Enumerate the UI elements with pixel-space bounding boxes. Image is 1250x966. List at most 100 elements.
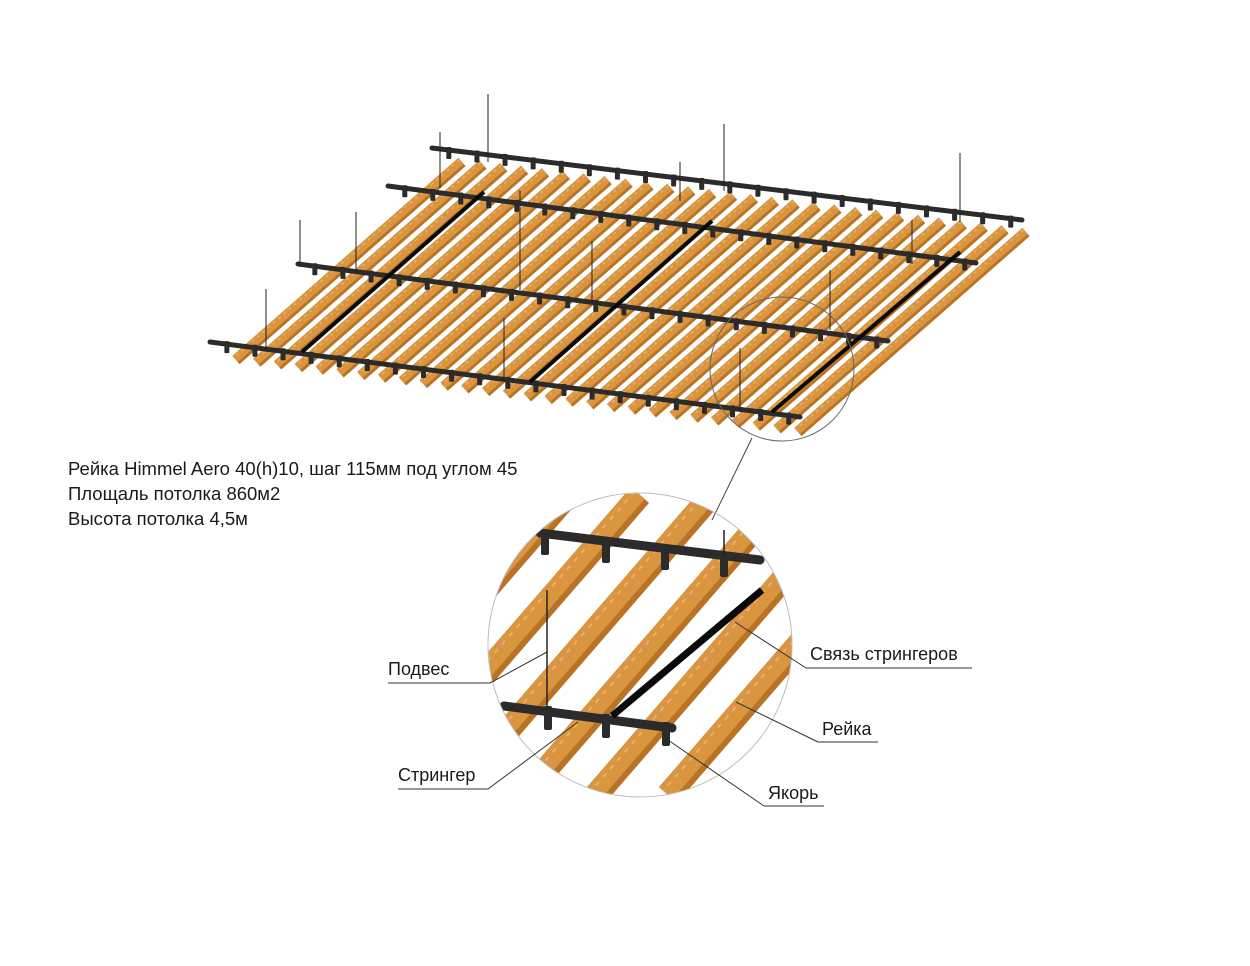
anchor <box>392 362 398 375</box>
slat-face <box>357 173 589 379</box>
callout-svyaz-stringerov: Связь стрингеров <box>810 644 958 664</box>
anchor <box>738 229 744 242</box>
anchor <box>340 266 346 279</box>
anchor <box>252 344 258 357</box>
anchor <box>449 369 455 382</box>
anchor <box>682 221 688 234</box>
hanger-group <box>265 94 961 410</box>
slat-face <box>232 157 464 363</box>
anchor <box>368 270 374 283</box>
anchor <box>783 188 789 201</box>
anchor <box>589 387 595 400</box>
spec-line-area: Площаль потолка 860м2 <box>68 483 281 504</box>
anchor <box>874 336 880 349</box>
anchor <box>786 412 792 425</box>
anchor <box>934 254 940 267</box>
anchor <box>727 181 733 194</box>
anchor <box>614 167 620 180</box>
anchor <box>561 384 567 396</box>
leader-line <box>388 651 548 684</box>
anchor <box>867 198 873 211</box>
anchor <box>906 251 912 264</box>
anchor <box>758 409 764 421</box>
detail-anchor <box>602 714 610 738</box>
anchor <box>421 366 427 379</box>
anchor <box>486 196 492 209</box>
detail-slat-face <box>659 493 792 797</box>
callout-stringer: Стрингер <box>398 765 476 785</box>
detail-slat-grain <box>590 493 792 792</box>
anchor <box>755 184 761 197</box>
anchor <box>424 277 430 290</box>
stringer-tie-group <box>300 190 962 414</box>
slat-face <box>336 170 569 376</box>
detail-slat-face <box>810 493 1070 793</box>
anchor <box>514 199 520 212</box>
anchor <box>565 296 571 309</box>
anchor <box>452 281 458 294</box>
anchor <box>364 359 370 371</box>
stringer-tie <box>300 190 486 354</box>
anchor <box>280 348 286 361</box>
detail-slat-face <box>731 493 792 797</box>
anchor <box>626 214 632 227</box>
slat-grain <box>233 159 460 359</box>
detail-slat-face <box>515 493 789 797</box>
detail-anchor <box>661 548 669 570</box>
leader-line <box>734 621 807 669</box>
anchor <box>586 164 592 177</box>
detail-slat-face <box>488 493 501 797</box>
anchor <box>446 147 452 160</box>
anchor <box>570 207 576 220</box>
anchor <box>850 243 856 256</box>
detail-stringer-tie <box>609 587 765 719</box>
detail-anchor <box>720 555 728 577</box>
detail-anchor <box>602 541 610 563</box>
anchor <box>474 150 480 163</box>
detail-connector-line <box>711 437 753 521</box>
anchor <box>980 212 986 225</box>
anchor <box>458 192 464 205</box>
anchor <box>811 191 817 204</box>
detail-marker-circle <box>709 296 855 442</box>
anchor <box>1008 215 1014 228</box>
anchor <box>396 274 402 287</box>
anchor <box>705 314 711 327</box>
detail-anchor <box>544 706 552 730</box>
stringer-tie <box>770 250 962 414</box>
anchor <box>962 258 968 271</box>
anchor <box>336 355 342 368</box>
anchor <box>671 174 677 187</box>
slat-face <box>253 160 485 365</box>
anchor <box>598 210 604 223</box>
detail-anchor <box>541 533 549 555</box>
detail-slat-face <box>587 493 792 797</box>
anchor <box>621 303 627 316</box>
anchor <box>593 299 599 312</box>
anchor <box>699 177 705 190</box>
anchor <box>846 332 852 345</box>
anchor <box>643 171 649 184</box>
detail-slat-grain <box>518 493 780 792</box>
anchor <box>645 394 651 407</box>
leader-line <box>398 721 579 790</box>
detail-circle-outline <box>487 492 793 798</box>
anchor <box>533 380 539 393</box>
detail-slat-grain <box>951 491 1211 791</box>
spec-text-block: Рейка Himmel Aero 40(h)10, шаг 115мм под… <box>68 456 517 531</box>
detail-slat-grain <box>879 491 1139 791</box>
anchor <box>822 240 828 253</box>
detail-zoom <box>488 491 1211 797</box>
anchor <box>224 341 230 354</box>
detail-slat-grain <box>734 493 792 792</box>
anchor <box>542 203 548 216</box>
stringer-tie <box>528 219 714 384</box>
anchor <box>677 310 683 323</box>
anchor <box>766 232 772 245</box>
main-ceiling-assembly <box>207 94 1030 437</box>
detail-slat-grain <box>662 493 792 792</box>
anchor <box>617 391 623 404</box>
slat-face <box>273 163 506 368</box>
detail-slat-grain <box>488 493 492 792</box>
